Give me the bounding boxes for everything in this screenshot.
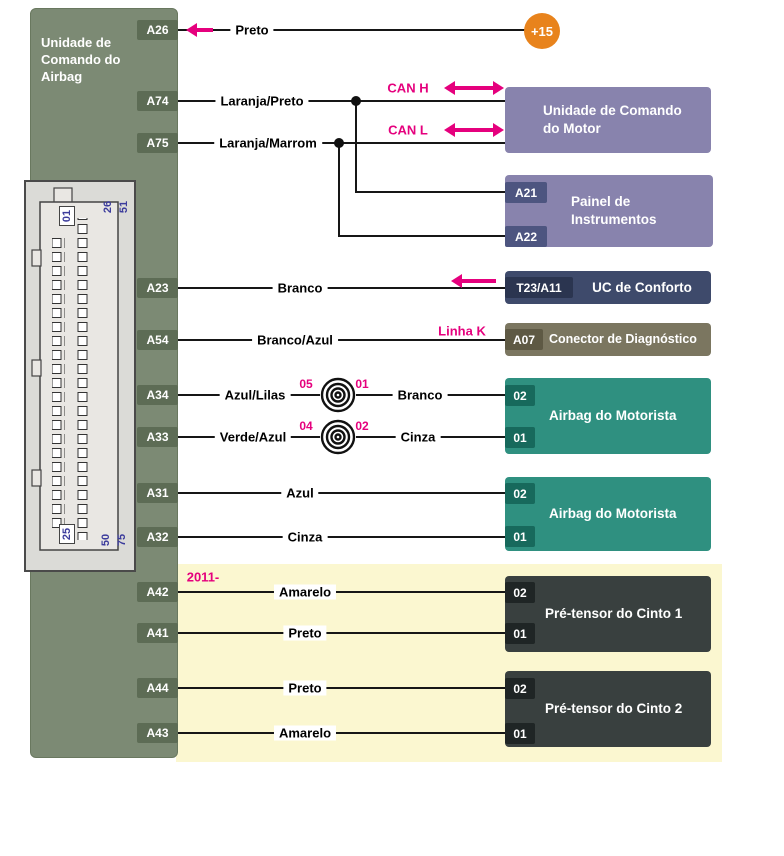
coil1-pin-05: 05: [299, 377, 313, 391]
airbag2-pin-02: 02: [505, 483, 535, 504]
wire-label-laranja-preto: Laranja/Preto: [215, 93, 309, 109]
wire-label-cinza: Cinza: [282, 529, 328, 545]
coil2-pin-02: 02: [355, 419, 369, 433]
connector-number-50: 50: [100, 533, 112, 547]
box-pretensor-cinto-1: 02 01 Pré-tensor do Cinto 1: [505, 576, 711, 652]
junction-dot-can-l: [334, 138, 344, 148]
box-unidade-comando-motor: Unidade de Comando do Motor: [505, 87, 711, 153]
clockspring-coil-1: [320, 377, 356, 413]
branch-can-h-to-a21: [355, 191, 505, 193]
wire-label-branco-out: Branco: [392, 387, 448, 403]
junction-dot-can-h: [351, 96, 361, 106]
wire-label-verde-azul: Verde/Azul: [214, 429, 292, 445]
box-conector-diagnostico: A07 Conector de Diagnóstico: [505, 323, 711, 356]
wire-a31: [178, 492, 505, 494]
wire-a41: [178, 632, 505, 634]
pin-a31: A31: [137, 483, 178, 503]
can-l-label: CAN L: [386, 122, 430, 138]
box-title-conforto: UC de Conforto: [592, 279, 692, 295]
connector-number-51: 51: [118, 200, 130, 214]
airbag2-pin-01: 01: [505, 526, 535, 547]
connector-number-26: 26: [102, 200, 114, 214]
connector-number-25: 25: [59, 524, 75, 544]
pin-a23: A23: [137, 278, 178, 298]
branch-can-l-to-a22: [338, 235, 505, 237]
can-h-arrow-icon: [444, 81, 504, 95]
diagnostico-pin-a07: A07: [505, 329, 543, 350]
pin-a43: A43: [137, 723, 178, 743]
airbag1-pin-01: 01: [505, 427, 535, 448]
painel-pin-a22: A22: [505, 226, 547, 247]
wire-label-amarelo-2: Amarelo: [273, 725, 337, 741]
box-title-airbag-2: Airbag do Motorista: [549, 506, 677, 522]
wire-label-preto: Preto: [230, 22, 274, 38]
pin-a34: A34: [137, 385, 178, 405]
wire-a32: [178, 536, 505, 538]
wire-a23: [178, 287, 505, 289]
pin-a74: A74: [137, 91, 178, 111]
wire-label-cinza-out: Cinza: [395, 429, 441, 445]
pin-a42: A42: [137, 582, 178, 602]
box-airbag-motorista-1: 02 01 Airbag do Motorista: [505, 378, 711, 454]
wire-label-azul: Azul: [281, 485, 319, 501]
wire-a44: [178, 687, 505, 689]
can-l-arrow-icon: [444, 123, 504, 137]
power-direction-arrow-icon: [186, 23, 213, 37]
box-title-cinto-2: Pré-tensor do Cinto 2: [545, 701, 683, 717]
linha-k-label: Linha K: [436, 323, 488, 339]
wire-a54: [178, 339, 505, 341]
wire-a42: [178, 591, 505, 593]
pin-a41: A41: [137, 623, 178, 643]
box-title-airbag-1: Airbag do Motorista: [549, 408, 677, 424]
box-painel-instrumentos: A21 A22 Painel de Instrumentos: [505, 175, 713, 247]
conforto-pin-t23-a11: T23/A11: [505, 277, 573, 298]
pin-a32: A32: [137, 527, 178, 547]
ecu-connector-drawing: [24, 180, 136, 572]
pin-a33: A33: [137, 427, 178, 447]
wire-label-branco: Branco: [272, 280, 328, 296]
power-terminal-15: +15: [524, 13, 560, 49]
wire-a43: [178, 732, 505, 734]
wire-label-amarelo-1: Amarelo: [273, 584, 337, 600]
box-pretensor-cinto-2: 02 01 Pré-tensor do Cinto 2: [505, 671, 711, 747]
box-airbag-motorista-2: 02 01 Airbag do Motorista: [505, 477, 711, 551]
wire-label-preto-3: Preto: [283, 680, 327, 696]
pin-a75: A75: [137, 133, 178, 153]
pin-a44: A44: [137, 678, 178, 698]
wire-label-preto-2: Preto: [283, 625, 327, 641]
year-2011-label: 2011-: [186, 569, 220, 585]
box-title-motor: Unidade de Comando do Motor: [543, 103, 682, 136]
wire-label-laranja-marrom: Laranja/Marrom: [214, 135, 322, 151]
pin-a54: A54: [137, 330, 178, 350]
wire-label-branco-azul: Branco/Azul: [252, 332, 338, 348]
cinto2-pin-01: 01: [505, 723, 535, 744]
painel-pin-a21: A21: [505, 182, 547, 203]
box-title-diagnostico: Conector de Diagnóstico: [549, 332, 697, 347]
can-h-label: CAN H: [385, 80, 431, 96]
cinto1-pin-02: 02: [505, 582, 535, 603]
airbag-ecu-title: Unidade de Comando do Airbag: [41, 35, 121, 84]
branch-can-l-vertical: [338, 143, 340, 236]
coil2-pin-04: 04: [299, 419, 313, 433]
coil1-pin-01: 01: [355, 377, 369, 391]
conforto-direction-arrow-icon: [451, 274, 496, 288]
wire-a26: [178, 29, 527, 31]
wire-label-azul-lilas: Azul/Lilas: [219, 387, 291, 403]
wire-a74: [178, 100, 505, 102]
pin-a26: A26: [137, 20, 178, 40]
connector-number-01: 01: [59, 206, 75, 226]
box-uc-conforto: T23/A11 UC de Conforto: [505, 271, 711, 304]
connector-number-75: 75: [116, 533, 128, 547]
box-title-painel: Painel de Instrumentos: [571, 194, 657, 227]
cinto1-pin-01: 01: [505, 623, 535, 644]
clockspring-coil-2: [320, 419, 356, 455]
box-title-cinto-1: Pré-tensor do Cinto 1: [545, 606, 683, 622]
branch-can-h-vertical: [355, 101, 357, 192]
airbag1-pin-02: 02: [505, 385, 535, 406]
cinto2-pin-02: 02: [505, 678, 535, 699]
